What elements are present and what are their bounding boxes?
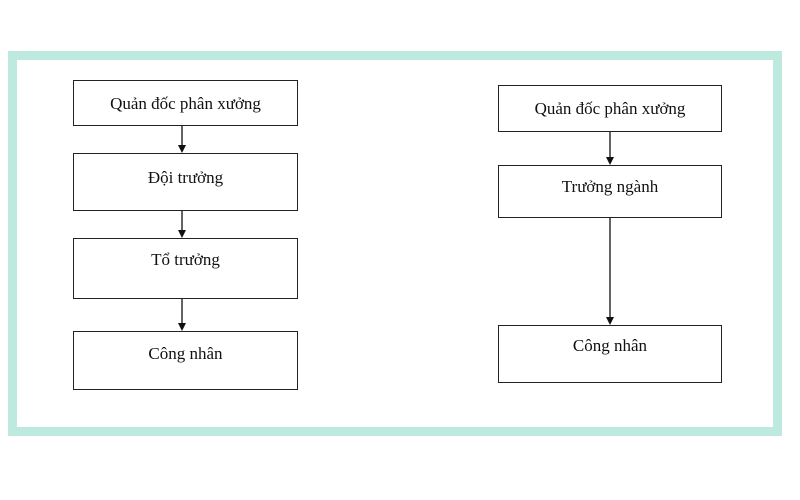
node-label: Công nhân [148,344,223,363]
node-label: Quản đốc phân xưởng [110,94,261,113]
node-label: Tổ trưởng [151,250,220,269]
node-label: Đội trưởng [147,168,224,187]
edge-left-l3-l4 [178,299,186,331]
node-label: Quản đốc phân xưởng [534,99,686,118]
edge-right-r1-r2 [606,132,614,165]
node-right-worker: Công nhân [498,325,722,383]
edge-right-r2-r3 [606,218,614,325]
edge-left-l1-l2 [178,126,186,153]
node-left-workshop-manager: Quản đốc phân xưởng [73,80,298,126]
node-right-branch-head: Trưởng ngành [498,165,722,218]
node-left-worker: Công nhân [73,331,298,390]
node-label: Trưởng ngành [561,177,659,196]
node-label: Công nhân [572,336,648,355]
edge-left-l2-l3 [178,211,186,238]
node-left-team-leader: Đội trưởng [73,153,298,211]
node-right-workshop-manager: Quản đốc phân xưởng [498,85,722,132]
node-left-group-leader: Tổ trưởng [73,238,298,299]
